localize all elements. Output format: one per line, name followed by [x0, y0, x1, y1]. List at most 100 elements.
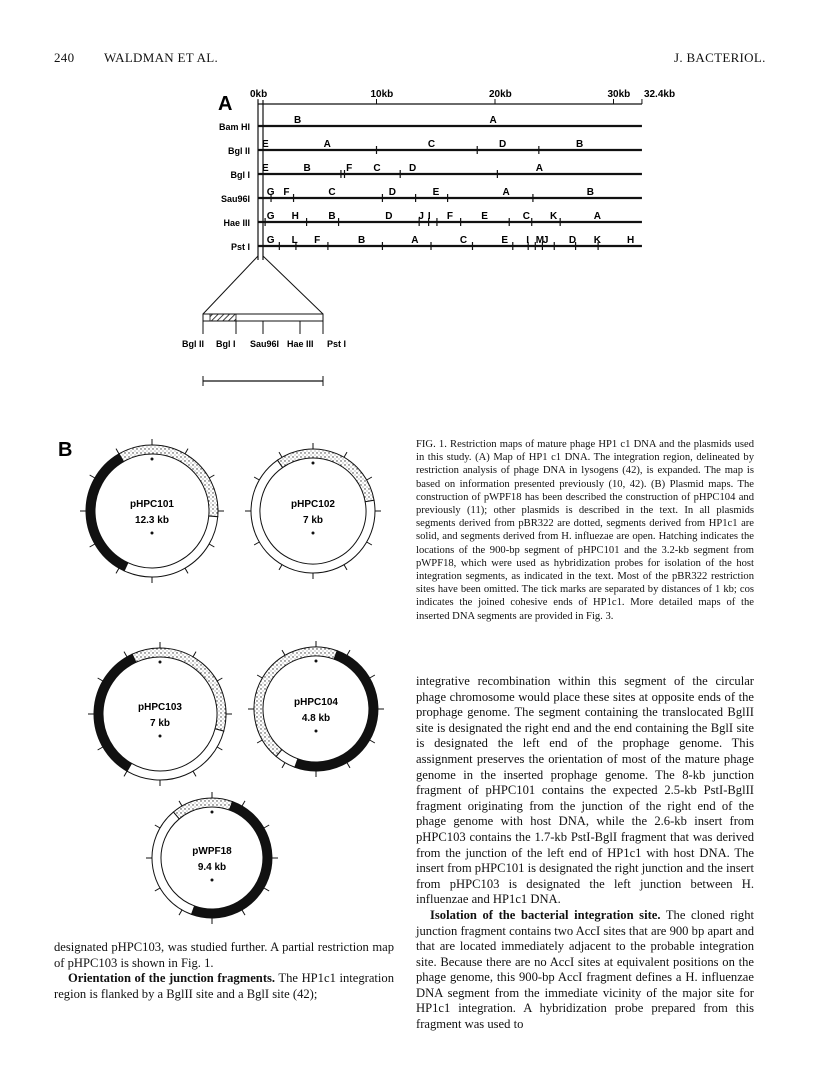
marker-dot: [210, 878, 214, 882]
fragment-label: D: [409, 163, 416, 174]
right-column: integrative recombination within this se…: [416, 674, 754, 1033]
plasmid-site-tick: [241, 909, 246, 916]
fragment-label: C: [428, 139, 435, 150]
fragment-label: A: [411, 235, 418, 246]
plasmid-site-tick: [253, 541, 260, 546]
expansion-line-left: [202, 255, 259, 315]
marker-dot: [311, 531, 315, 535]
plasmid-site-tick: [366, 476, 373, 481]
plasmid-site-tick: [263, 887, 270, 892]
plasmid-site-tick: [343, 451, 348, 458]
expanded-site-label: Sau96I: [250, 339, 279, 349]
marker-dot: [150, 531, 154, 535]
hatched-probe: [209, 313, 237, 322]
plasmid-site-tick: [208, 543, 215, 548]
plasmid-name: pHPC101: [130, 499, 174, 510]
fragment-label: B: [587, 187, 594, 198]
plasmid-2: pHPC102 7 kb: [245, 443, 381, 579]
fragment-label: D: [385, 211, 392, 222]
plasmid-size: 7 kb: [303, 515, 323, 526]
fragment-label: L: [292, 235, 298, 246]
fragment-label: A: [503, 187, 510, 198]
plasmid-site-tick: [123, 651, 128, 658]
plasmid-site-tick: [115, 567, 120, 574]
fragment-label: E: [262, 139, 269, 150]
left-column: designated pHPC103, was studied further.…: [54, 940, 394, 1002]
plasmid-5: pWPF18 9.4 kb: [146, 792, 278, 924]
fragment-label: A: [490, 115, 497, 126]
plasmid-site-tick: [256, 674, 263, 679]
fragment-label: B: [576, 139, 583, 150]
fragment-label: F: [283, 187, 289, 198]
enzyme-name: Hae III: [223, 218, 250, 228]
fragment-label: B: [358, 235, 365, 246]
plasmid-segment-solid: [93, 653, 137, 772]
expansion-line-right: [262, 255, 324, 315]
fragment-label: E: [501, 235, 508, 246]
plasmid-segment-solid: [85, 453, 129, 572]
fragment-label: G: [267, 187, 275, 198]
left-para-2-heading: Orientation of the junction fragments.: [68, 971, 276, 986]
enzyme-name: Bam HI: [219, 122, 250, 132]
plasmid-site-tick: [178, 909, 183, 916]
plasmid-site-tick: [278, 451, 283, 458]
fragment-label: D: [569, 235, 576, 246]
enzyme-name: Bgl II: [228, 146, 250, 156]
plasmid-site-tick: [97, 677, 104, 682]
plasmid-segment-solid: [190, 800, 273, 919]
plasmid-site-tick: [253, 476, 260, 481]
marker-dot: [150, 457, 154, 461]
plasmid-size: 9.4 kb: [198, 862, 226, 873]
right-para-2: Isolation of the bacterial integration s…: [416, 908, 754, 1033]
fragment-label: E: [433, 187, 440, 198]
page-number: 240: [54, 50, 75, 65]
marker-dot: [210, 810, 214, 814]
fragment-label: K: [550, 211, 558, 222]
enzyme-name: Bgl I: [231, 170, 251, 180]
plasmid-site-tick: [241, 800, 246, 807]
figure-caption: FIG. 1. Restriction maps of mature phage…: [416, 438, 754, 623]
plasmid-site-tick: [154, 887, 161, 892]
scale-tick-label: 10kb: [371, 89, 394, 100]
fragment-label: C: [460, 235, 467, 246]
fragment-label: J: [418, 211, 424, 222]
plasmid-segment-dots: [276, 448, 375, 503]
plasmid-site-tick: [154, 824, 161, 829]
plasmid-site-tick: [192, 770, 197, 777]
fragment-label: F: [346, 163, 352, 174]
plasmid-site-tick: [278, 564, 283, 571]
expanded-site-label: Bgl I: [216, 339, 236, 349]
expanded-site-label: Pst I: [327, 339, 346, 349]
plasmid-site-tick: [256, 739, 263, 744]
left-para-1: designated pHPC103, was studied further.…: [54, 940, 394, 970]
marker-dot: [158, 734, 162, 738]
plasmid-site-tick: [192, 651, 197, 658]
plasmid-site-tick: [178, 800, 183, 807]
scale-tick-label: 32.4kb: [644, 89, 675, 100]
fragment-label: F: [314, 235, 320, 246]
plasmid-name: pWPF18: [192, 846, 232, 857]
right-para-2-text: The cloned right junction fragment conta…: [416, 907, 754, 1032]
plasmid-site-tick: [263, 824, 270, 829]
fragment-label: H: [292, 211, 299, 222]
plasmid-site-tick: [216, 746, 223, 751]
caption-text: Restriction maps of mature phage HP1 c1 …: [416, 439, 754, 622]
caption-label: FIG. 1.: [416, 439, 447, 450]
plasmid-site-tick: [369, 674, 376, 679]
fragment-label: G: [267, 235, 275, 246]
right-para-2-heading: Isolation of the bacterial integration s…: [430, 907, 661, 922]
scale-tick-label: 20kb: [489, 89, 512, 100]
enzyme-name: Pst I: [231, 242, 250, 252]
running-authors: WALDMAN ET AL.: [104, 50, 219, 65]
plasmid-site-tick: [184, 448, 189, 455]
plasmid-name: pHPC104: [294, 697, 338, 708]
plasmid-site-tick: [184, 567, 189, 574]
plasmid-segment-open: [275, 748, 299, 768]
right-para-1: integrative recombination within this se…: [416, 674, 754, 907]
fragment-label: A: [324, 139, 331, 150]
plasmid-name: pHPC102: [291, 499, 335, 510]
